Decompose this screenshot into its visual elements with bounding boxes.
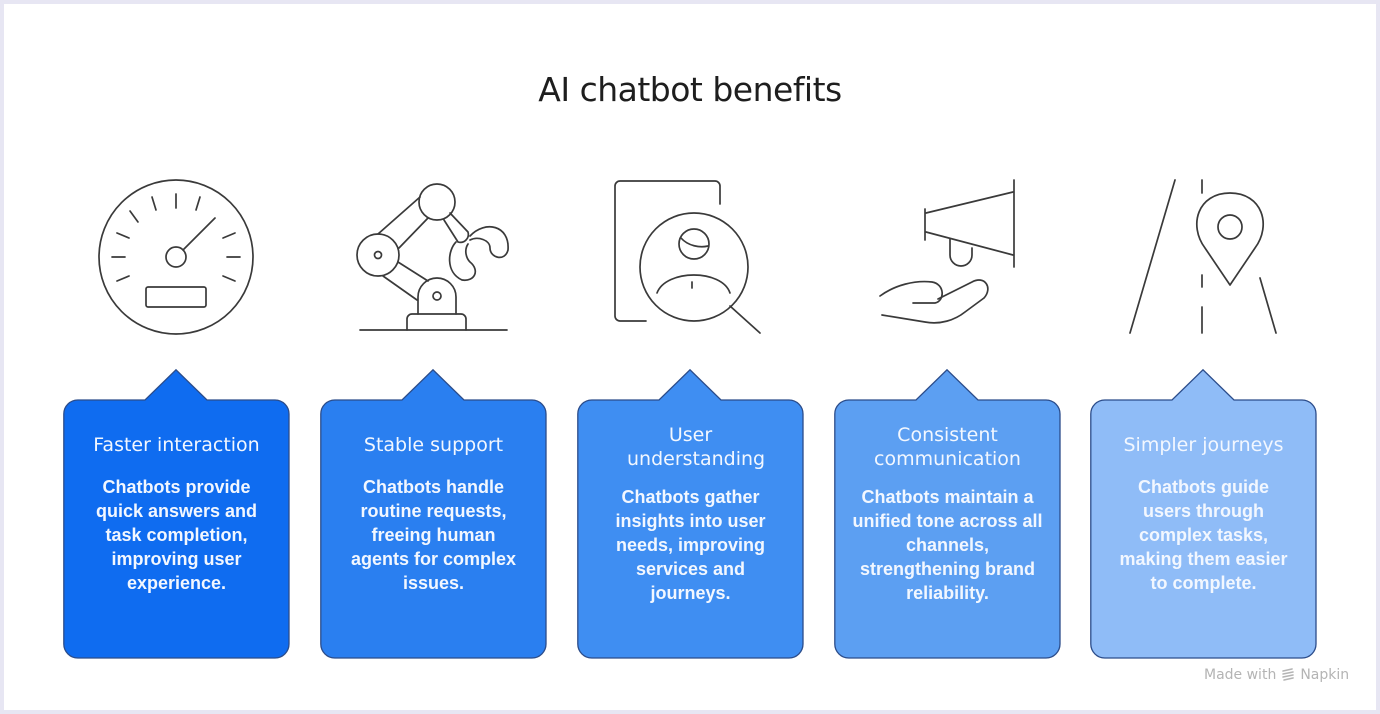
benefit-card-simpler-journeys: Simpler journeys Chatbots guide users th… xyxy=(1090,368,1317,659)
benefit-heading: Stable support xyxy=(363,434,504,456)
made-with-napkin-watermark[interactable]: Made with Napkin xyxy=(1204,667,1349,683)
napkin-logo-icon xyxy=(1282,668,1295,681)
robot-arm-icon xyxy=(340,170,540,345)
road-location-pin-icon xyxy=(1110,170,1310,345)
callout-shape xyxy=(63,368,290,659)
callout-shape xyxy=(320,368,547,659)
benefit-heading: Simpler journeys xyxy=(1123,434,1284,456)
megaphone-hand-icon xyxy=(860,170,1060,345)
speedometer-icon xyxy=(76,170,276,345)
diagram-title: AI chatbot benefits xyxy=(538,70,842,109)
benefit-description: Chatbots provide quick answers and task … xyxy=(95,477,258,593)
benefit-card-stable-support: Stable support Chatbots handle routine r… xyxy=(320,368,547,659)
benefit-description: Chatbots handle routine requests, freein… xyxy=(350,477,517,593)
benefit-heading: User understanding xyxy=(627,424,766,470)
benefit-card-consistent-communication: Consistent communication Chatbots mainta… xyxy=(834,368,1061,659)
benefit-heading: Consistent communication xyxy=(874,424,1021,470)
callout-shape xyxy=(834,368,1061,659)
benefit-description: Chatbots gather insights into user needs… xyxy=(615,487,766,603)
user-search-icon xyxy=(596,170,796,345)
benefit-heading: Faster interaction xyxy=(93,434,260,456)
benefit-card-user-understanding: User understanding Chatbots gather insig… xyxy=(577,368,804,659)
benefit-description: Chatbots maintain a unified tone across … xyxy=(852,487,1043,603)
callout-shape xyxy=(577,368,804,659)
watermark-prefix: Made with xyxy=(1204,667,1277,683)
callout-shape xyxy=(1090,368,1317,659)
benefit-card-faster-interaction: Faster interaction Chatbots provide quic… xyxy=(63,368,290,659)
watermark-brand: Napkin xyxy=(1300,667,1350,683)
benefit-description: Chatbots guide users through complex tas… xyxy=(1119,477,1288,593)
